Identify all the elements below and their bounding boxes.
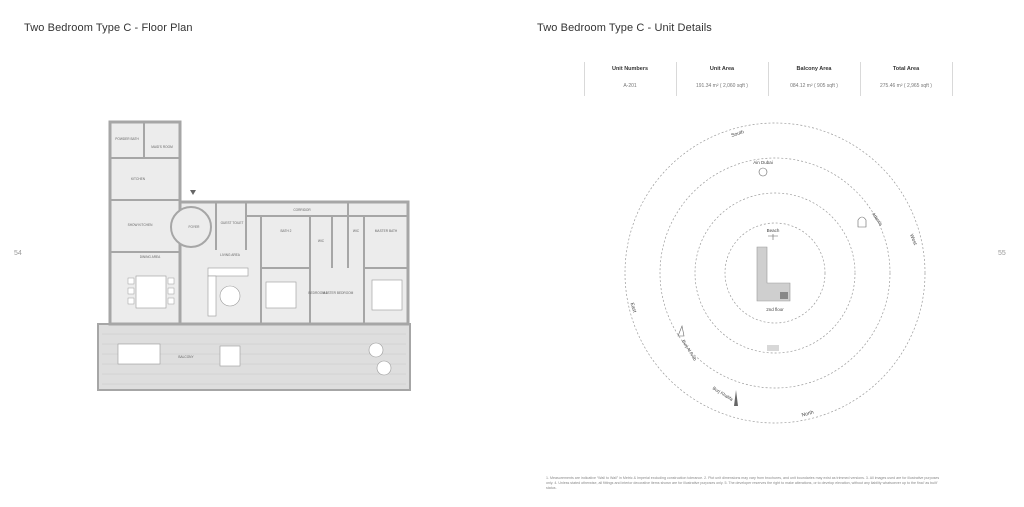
view-ring-inner-1 xyxy=(694,192,856,354)
table-divider xyxy=(952,62,953,96)
landmark-beach: Beach xyxy=(767,228,780,233)
details-header: Balcony Area xyxy=(796,66,832,72)
unit-details-title: Two Bedroom Type C - Unit Details xyxy=(537,22,712,34)
floor-label: 2nd floor xyxy=(766,307,784,312)
balcony-furniture xyxy=(117,342,392,376)
view-ring-inner-2 xyxy=(724,222,826,324)
master-bed xyxy=(371,279,403,311)
table-divider xyxy=(676,62,677,96)
bed-2 xyxy=(265,281,297,309)
landmark-burj-al-arab: Burj Al Arab xyxy=(681,339,698,362)
details-header: Total Area xyxy=(892,66,920,72)
details-header: Unit Numbers xyxy=(611,66,649,72)
room-label-foyer: FOYER xyxy=(189,225,201,229)
details-value: 275.46 m² ( 2,965 sqft ) xyxy=(880,83,932,89)
view-ring-middle xyxy=(659,157,891,389)
water-icon xyxy=(767,345,779,351)
room-label-bath-2: BATH 2 xyxy=(281,229,292,233)
details-col-unit-numbers: Unit Numbers A-201 xyxy=(584,66,676,89)
table-divider xyxy=(860,62,861,96)
room-label-guest-toilet: GUEST TOILET xyxy=(221,221,244,225)
landmark-atlantis: Atlantis xyxy=(871,212,884,228)
room-label-wic-2: WIC xyxy=(353,229,360,233)
details-col-balcony-area: Balcony Area 084.12 m² ( 905 sqft ) xyxy=(768,66,860,89)
room-label-balcony: BALCONY xyxy=(178,355,194,359)
compass-west: West xyxy=(908,233,918,246)
page-number-right: 55 xyxy=(998,250,1006,257)
room-label-corridor: CORRIDOR xyxy=(293,208,311,212)
landmark-ain-dubai: Ain Dubai xyxy=(753,160,773,165)
dining-table xyxy=(127,275,175,309)
room-label-powder-bath: POWDER BATH xyxy=(115,137,139,141)
burj-khalifa-icon xyxy=(734,390,738,406)
beach-icon xyxy=(768,234,778,240)
room-label-living-area: LIVING AREA xyxy=(220,253,241,257)
atlantis-icon xyxy=(857,216,867,228)
landmark-burj-khalifa: Burj Khalifa xyxy=(712,386,735,403)
room-label-show-kitchen: SHOW KITCHEN xyxy=(128,223,153,227)
orientation-diagram: 2nd floor South West East North Ain Duba… xyxy=(624,122,926,424)
view-ring-outer xyxy=(624,122,926,424)
room-label-master-bedroom: MASTER BEDROOM xyxy=(323,291,354,295)
ain-dubai-icon xyxy=(758,167,768,177)
compass-south: South xyxy=(731,129,745,139)
details-col-total-area: Total Area 275.46 m² ( 2,965 sqft ) xyxy=(860,66,952,89)
building-footprint xyxy=(756,246,791,302)
details-header: Unit Area xyxy=(709,66,735,72)
room-label-master-bath: MASTER BATH xyxy=(375,229,398,233)
footnote: 1. Measurements are indicative “Wall to … xyxy=(546,476,940,490)
room-label-kitchen: KITCHEN xyxy=(131,177,146,181)
compass-north: North xyxy=(801,409,815,418)
details-value: A-201 xyxy=(623,83,637,89)
page-number-left: 54 xyxy=(14,250,22,257)
room-label-maid-room: MAID'S ROOM xyxy=(151,145,173,149)
compass-east: East xyxy=(629,302,638,314)
floor-plan: POWDER BATH MAID'S ROOM KITCHEN SHOW KIT… xyxy=(97,120,411,391)
details-value: 084.12 m² ( 905 sqft ) xyxy=(790,83,838,89)
living-furniture xyxy=(207,267,249,317)
details-col-unit-area: Unit Area 191.34 m² ( 2,060 sqft ) xyxy=(676,66,768,89)
burj-al-arab-icon xyxy=(677,324,685,337)
table-divider xyxy=(584,62,585,96)
room-label-dining-area: DINING AREA xyxy=(140,255,161,259)
table-divider xyxy=(768,62,769,96)
room-label-wic-1: WIC xyxy=(318,239,325,243)
details-value: 191.34 m² ( 2,060 sqft ) xyxy=(696,83,748,89)
floor-plan-title: Two Bedroom Type C - Floor Plan xyxy=(24,22,193,34)
room-label-bedroom-2: BEDROOM 2 xyxy=(308,291,327,295)
